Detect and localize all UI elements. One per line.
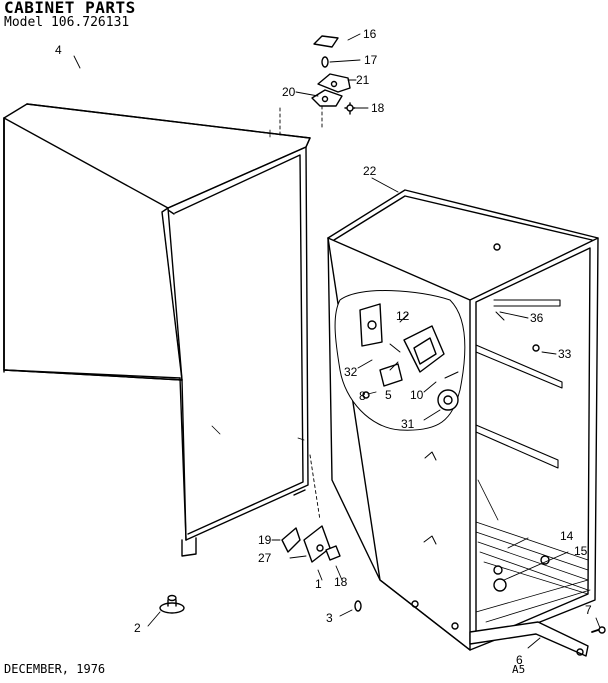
callout-labels: 4 16 17 21 20 18 22 12 36 33 32 10 5 8 3… <box>55 27 592 667</box>
leveling-leg <box>159 594 185 614</box>
bottom-hinge-parts <box>281 525 341 563</box>
callout-2: 2 <box>134 621 141 635</box>
diagram-title: CABINET PARTS <box>4 0 136 17</box>
callout-10: 10 <box>410 388 424 402</box>
guide-line <box>309 454 321 521</box>
screw-part-3 <box>354 600 362 612</box>
callout-22: 22 <box>363 164 377 178</box>
callout-14: 14 <box>560 529 574 543</box>
callout-12: 12 <box>396 309 410 323</box>
top-hinge-parts <box>311 35 356 115</box>
callout-18-bottom: 18 <box>334 575 348 589</box>
callout-1: 1 <box>315 577 322 591</box>
callout-18-top: 18 <box>371 101 385 115</box>
callout-4: 4 <box>55 43 62 57</box>
control-housing <box>334 290 540 431</box>
callout-6: 6 <box>516 653 523 667</box>
callout-5: 5 <box>385 388 392 402</box>
callout-36: 36 <box>530 311 544 325</box>
callout-7: 7 <box>585 603 592 617</box>
callout-33: 33 <box>558 347 572 361</box>
leader-lines <box>73 33 601 649</box>
callout-21: 21 <box>356 73 370 87</box>
model-number: Model 106.726131 <box>4 15 130 30</box>
footer-code: A5 <box>512 663 526 676</box>
callout-17: 17 <box>364 53 378 67</box>
cabinet-door <box>3 103 311 557</box>
callout-8: 8 <box>359 389 366 403</box>
callout-3: 3 <box>326 611 333 625</box>
callout-32: 32 <box>344 365 358 379</box>
footer-date: DECEMBER, 1976 <box>4 662 106 676</box>
callout-16: 16 <box>363 27 377 41</box>
base-rail <box>469 555 606 657</box>
callout-20: 20 <box>282 85 296 99</box>
callout-15: 15 <box>574 544 588 558</box>
callout-31: 31 <box>401 417 415 431</box>
cabinet-liner <box>327 189 599 651</box>
callout-27: 27 <box>258 551 272 565</box>
callout-19: 19 <box>258 533 272 547</box>
